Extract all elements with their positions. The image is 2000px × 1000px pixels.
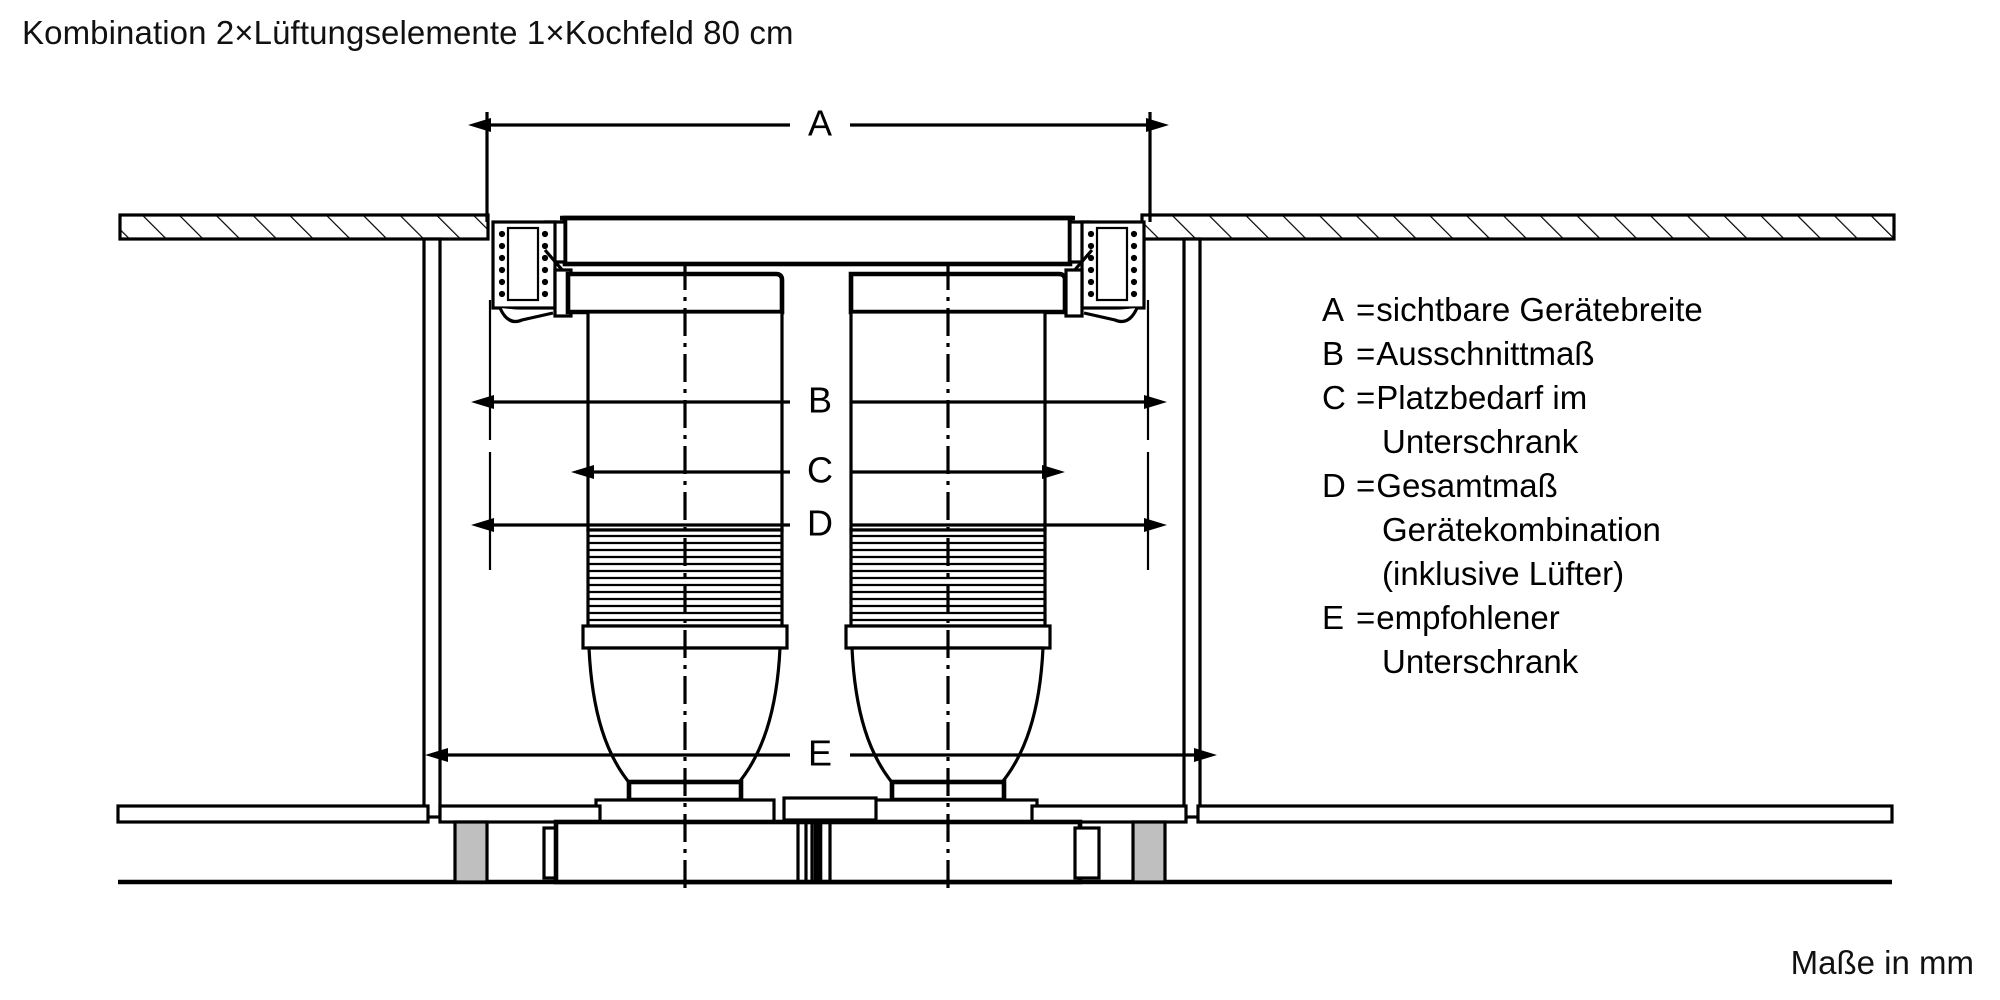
dimension-c: C <box>571 450 1065 491</box>
countertop-left <box>118 213 490 241</box>
dimension-e: E <box>425 733 1217 774</box>
legend-text-e: empfohlener <box>1376 599 1560 636</box>
legend-item-b: B = Ausschnittmaß <box>1322 332 1942 376</box>
cabinet-left-wall <box>422 237 442 819</box>
center-drop-tubes <box>796 820 814 882</box>
legend-equals-a: = <box>1356 291 1376 328</box>
dimension-d: D <box>471 503 1167 544</box>
mounting-clamp-left <box>491 220 573 324</box>
units-note: Maße in mm <box>1790 944 1974 981</box>
legend-text-d: Gesamtmaß <box>1376 467 1558 504</box>
legend-key-e: E <box>1322 599 1345 636</box>
dimension-d-label: D <box>807 503 833 544</box>
legend-key-b: B <box>1322 335 1345 372</box>
legend-equals-c: = <box>1356 379 1376 416</box>
clamp-left-teeth <box>498 230 549 298</box>
legend-text-e-line2: Unterschrank <box>1382 643 1579 680</box>
legend-key-a: A <box>1322 291 1345 328</box>
mounting-clamp-right <box>1064 220 1146 324</box>
legend-key-d: D <box>1322 467 1346 504</box>
legend-item-a: A = sichtbare Gerätebreite <box>1322 288 1942 332</box>
air-duct-right <box>817 819 1101 885</box>
page-title: Kombination 2×Lüftungselemente 1×Kochfel… <box>22 14 794 51</box>
dimension-b: B <box>471 380 1167 421</box>
legend-item-d: D = Gesamtmaß <box>1322 464 1942 508</box>
legend-text-a: sichtbare Gerätebreite <box>1376 291 1703 328</box>
ventilation-unit-right <box>844 271 1068 824</box>
cabinet-bottom-shelf <box>116 804 1894 824</box>
legend-equals-e: = <box>1356 599 1376 636</box>
legend-text-d-line3: (inklusive Lüfter) <box>1382 555 1625 592</box>
cooktop-panel <box>560 215 1075 267</box>
ventilation-unit-left <box>565 271 789 824</box>
dimension-b-label: B <box>808 380 832 421</box>
legend-text-d-line2: Gerätekombination <box>1382 511 1661 548</box>
legend-text-b: Ausschnittmaß <box>1376 335 1595 372</box>
dimension-a-label: A <box>808 103 832 144</box>
air-duct-left <box>542 819 819 885</box>
legend-item-c: C = Platzbedarf im <box>1322 376 1942 420</box>
extension-lines <box>488 300 1150 570</box>
center-connector-plate <box>782 796 878 822</box>
dimension-e-label: E <box>808 733 832 774</box>
support-block-right <box>1131 820 1167 884</box>
legend-equals-d: = <box>1356 467 1376 504</box>
dimension-a: A <box>468 103 1169 222</box>
legend-key-c: C <box>1322 379 1346 416</box>
clamp-right-teeth <box>1087 230 1138 298</box>
cabinet-right-wall <box>1182 237 1202 819</box>
legend-equals-b: = <box>1356 335 1376 372</box>
legend-text-c: Platzbedarf im <box>1376 379 1588 416</box>
legend: A = sichtbare Gerätebreite B = Ausschnit… <box>1322 288 1942 684</box>
support-block-left <box>453 820 489 884</box>
dimension-c-label: C <box>807 450 833 491</box>
legend-text-c-line2: Unterschrank <box>1382 423 1579 460</box>
legend-item-e: E = empfohlener <box>1322 596 1942 640</box>
countertop-right <box>1140 213 1896 241</box>
